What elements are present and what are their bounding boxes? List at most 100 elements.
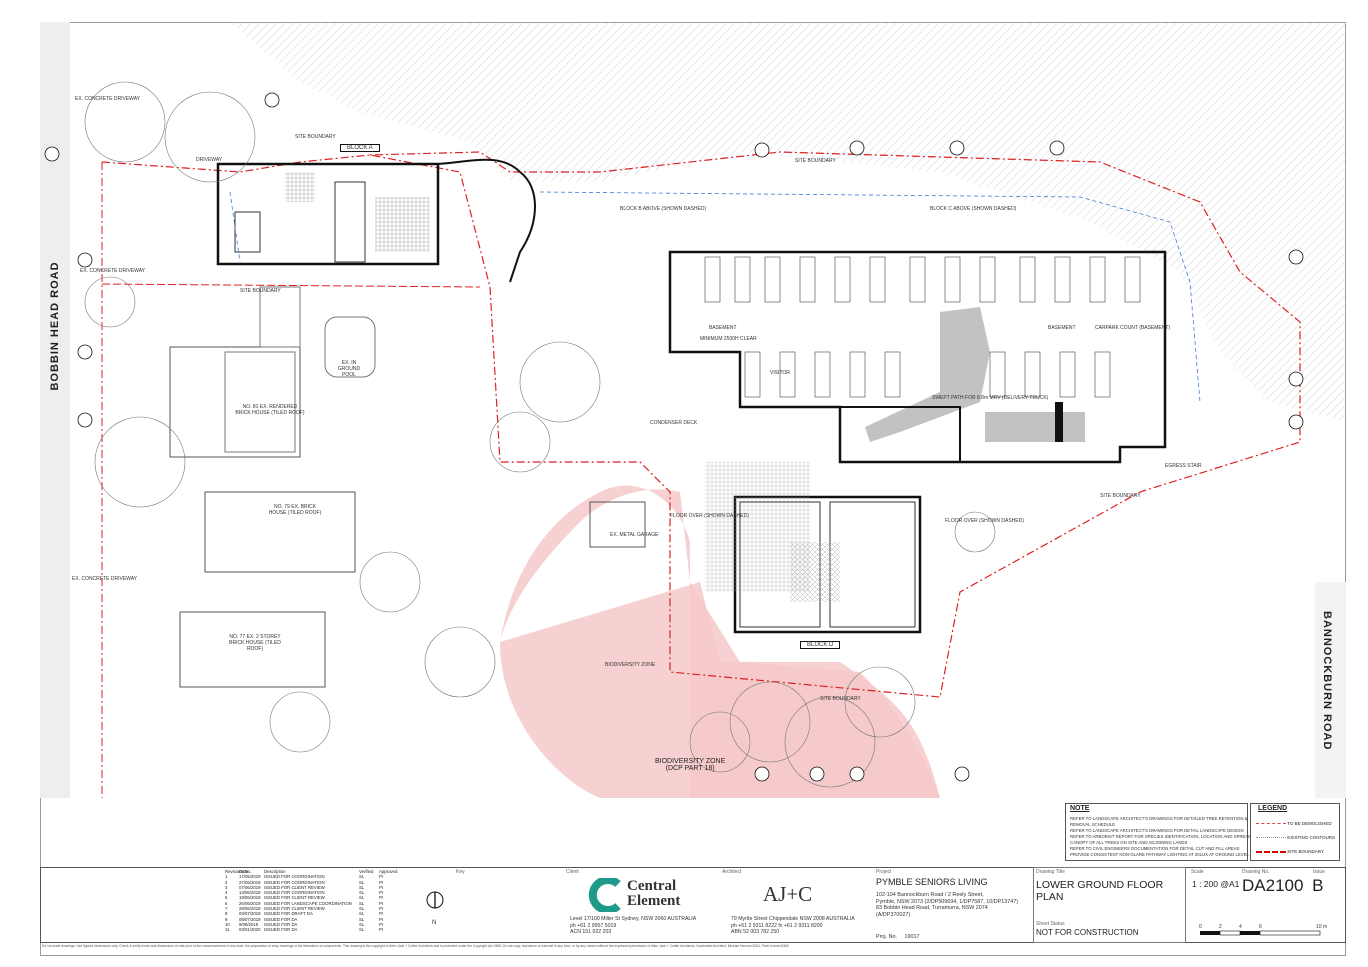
metal-garage-label: EX. METAL GARAGE xyxy=(610,532,659,538)
egress-stair-label: EGRESS STAIR xyxy=(1165,463,1202,469)
revision-cell: PI xyxy=(379,921,384,927)
revision-cell: PI xyxy=(379,911,384,917)
block-c-above-label: BLOCK C ABOVE (SHOWN DASHED) xyxy=(930,206,1017,212)
driveway-label-2: EX. CONCRETE DRIVEWAY xyxy=(80,268,146,274)
revision-cell: 13/06/2019 xyxy=(239,890,261,896)
scale-value: 1 : 200 @A1 xyxy=(1192,879,1240,889)
revision-cell: SL xyxy=(359,890,365,896)
road-label-right: BANNOCKBURN ROAD xyxy=(1321,611,1333,751)
revision-cell: ISSUED FOR DRAFT DA xyxy=(264,911,313,917)
section-markers xyxy=(44,92,1304,782)
revision-cell: SL xyxy=(359,895,365,901)
revision-cell: SL xyxy=(359,911,365,917)
revision-cell: 19/06/2019 xyxy=(239,895,261,901)
revision-cell: ISSUED FOR CLIENT REVIEW xyxy=(264,895,325,901)
north-label: N xyxy=(432,920,437,926)
revision-cell: PI xyxy=(379,916,384,922)
client-address-line: Level 17/100 Miller St Sydney, NSW 2060 … xyxy=(570,916,697,922)
revision-cell: 28/06/2019 xyxy=(239,906,261,912)
note-title: NOTE xyxy=(1070,805,1090,812)
scale-tick: 4 xyxy=(1239,924,1242,930)
upper-terrain-hatch xyxy=(230,22,1346,422)
legend-item: TO BE DEMOLISHED xyxy=(1256,821,1332,826)
drawing-no-value: DA2100 xyxy=(1242,876,1304,895)
project-address: 102-104 Bannockburn Road / 2 Reely Stree… xyxy=(876,892,1018,918)
revision-cell: PI xyxy=(379,906,384,912)
revision-cell: ISSUED FOR COORDINATION xyxy=(264,890,325,896)
site-boundary-label-5: SITE BOUNDARY xyxy=(240,288,281,294)
house-81-label: NO. 81 EX. RENDERED BRICK HOUSE (TILED R… xyxy=(235,404,305,416)
note-line: REFER TO ARBORIST REPORT FOR SPECIES IDE… xyxy=(1070,834,1252,839)
revision-cell: 26/06/2019 xyxy=(239,900,261,906)
revision-cell: ISSUED FOR DA xyxy=(264,927,298,933)
note-line: REMOVAL SCHEDULE xyxy=(1070,822,1116,827)
scale-tick: 6 xyxy=(1259,924,1262,930)
legend-title: LEGEND xyxy=(1258,805,1288,812)
architect-logo: AJ+C xyxy=(763,882,813,906)
scale-label: Scale xyxy=(1191,869,1204,875)
house-77 xyxy=(179,611,326,688)
legend-item-label: SITE BOUNDARY xyxy=(1287,849,1324,854)
project-address-line: 102-104 Bannockburn Road / 2 Reely Stree… xyxy=(876,892,984,898)
revision-cell: SL xyxy=(359,927,365,933)
road-label-left: BOBBIN HEAD ROAD xyxy=(49,261,61,391)
drawing-title-label: Drawing Title xyxy=(1036,869,1065,875)
parking-bays xyxy=(704,256,1141,398)
drawing-title-box xyxy=(1033,867,1186,943)
basement-left-label: BASEMENT xyxy=(709,325,737,331)
revision-cell: 03/01/2020 xyxy=(239,927,261,933)
revision-cell: SL xyxy=(359,900,365,906)
house-79 xyxy=(204,491,356,573)
block-d-label: BLOCK D xyxy=(800,641,841,649)
revision-cell: PI xyxy=(379,900,384,906)
architect-phone: ph +61 2 9311 8222 fx +61 2 9311 8200 xyxy=(731,922,823,929)
ramp xyxy=(865,307,990,442)
revision-cell: 8 xyxy=(225,911,228,917)
biodiversity-zone-line1: BIODIVERSITY ZONE xyxy=(655,758,726,765)
biodiversity-zone-small-label: BIODIVERSITY ZONE xyxy=(605,662,656,668)
project-no-label: Proj. No. xyxy=(876,934,897,940)
scale-tick: 2 xyxy=(1219,924,1222,930)
rev-header: Description xyxy=(264,869,286,874)
revision-cell: PI xyxy=(379,874,384,880)
revision-cell: ISSUED FOR DA xyxy=(264,916,298,922)
project-no-value: 19017 xyxy=(904,934,920,940)
driveway-label-4: DRIVEWAY xyxy=(196,157,223,163)
note-box xyxy=(1065,803,1248,861)
condenser-deck-label: CONDENSER DECK xyxy=(650,420,698,426)
carpark-count-label: CARPARK COUNT (BASEMENT) xyxy=(1095,325,1171,331)
site-boundary-label-4: SITE BOUNDARY xyxy=(820,696,861,702)
client-phone: ph +61 2 9957 5019 xyxy=(570,922,617,929)
floor-over-label-2: FLOOR OVER (SHOWN DASHED) xyxy=(945,518,1024,524)
revisions-table: Revisions No. Date Description Verified … xyxy=(225,869,399,933)
project-address-line: 83 Bobbin Head Road, Turramurra, NSW 207… xyxy=(876,905,988,911)
legend-box xyxy=(1250,803,1340,861)
revision-cell: SL xyxy=(359,884,365,890)
legend-swatch-demolished xyxy=(1256,823,1286,825)
biodiversity-zone-label: BIODIVERSITY ZONE (DCP PART 18) xyxy=(655,758,725,772)
rev-header: Verified xyxy=(359,869,374,874)
road-strip-left xyxy=(40,22,70,798)
trees xyxy=(84,81,996,788)
swept-path-label: SWEPT PATH FOR 8.8m MRV (DELIVERY TRUCK) xyxy=(932,395,1049,401)
project-name: PYMBLE SENIORS LIVING xyxy=(876,877,988,887)
note-lines: REFER TO LANDSCAPE ARCHITECT'S DRAWINGS … xyxy=(1070,816,1251,858)
revision-cell: 5 xyxy=(225,895,228,901)
revision-cell: PI xyxy=(379,879,384,885)
project-label: Project xyxy=(876,869,892,875)
basement-right-label: BASEMENT xyxy=(1048,325,1076,331)
sheet-status-label: Sheet Status xyxy=(1036,921,1065,927)
project-address-line: Pymble, NSW 2073 (2/DP509694, 1/DP7587, … xyxy=(876,898,1019,905)
revision-cell: 3 xyxy=(225,884,228,890)
revision-cell: 7 xyxy=(225,906,228,912)
site-boundary-line xyxy=(101,151,1301,698)
site-boundary-label-3: SITE BOUNDARY xyxy=(1100,493,1141,499)
